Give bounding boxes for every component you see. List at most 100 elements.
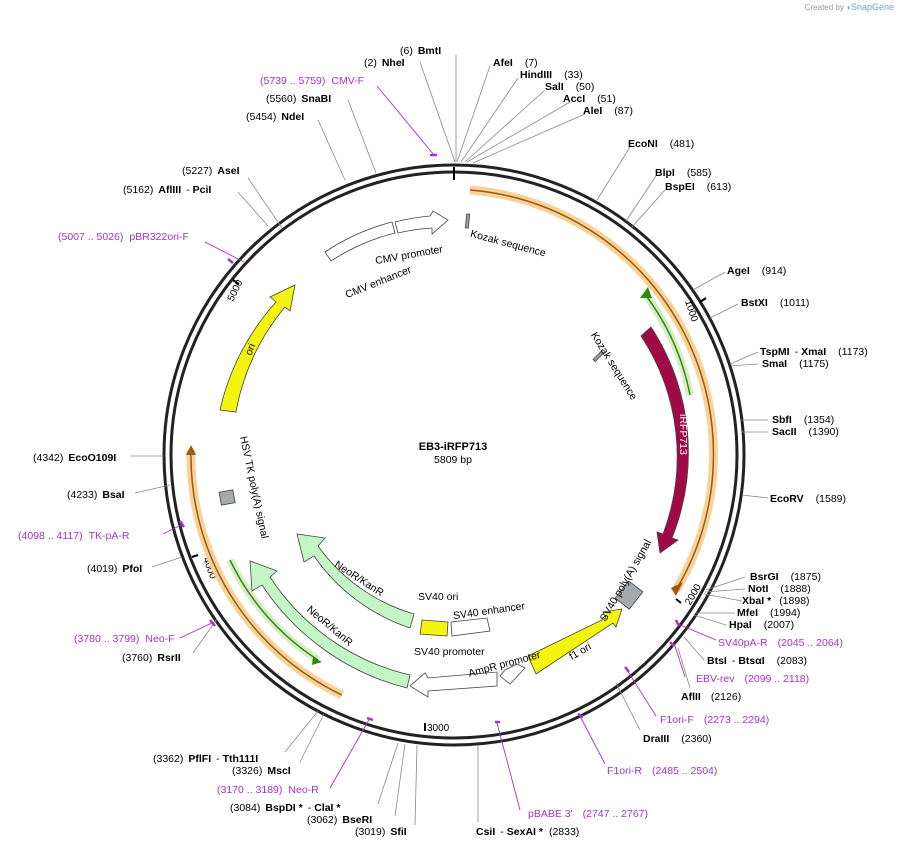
primer-cmv-f: (5739 .. 5759)CMV-F [260,75,364,87]
primer-neo-r: (3170 .. 3189)Neo-R [217,784,319,796]
primer-pbabe-3: pBABE 3'(2747 .. 2767) [528,808,648,820]
credit-prefix: Created by [804,3,844,12]
backbone-outer [162,163,746,747]
feature-ori [219,284,296,413]
enzyme-bmti: (6)BmtI [400,45,441,57]
plasmid-name: EB3-iRFP713 [419,441,487,453]
enzyme-sacii: SacII(1390) [772,426,839,438]
label-cmv-promoter: CMV promoter [374,243,444,267]
green-arrow-1 [640,287,652,298]
snapgene-logo-icon: ◖ [846,3,851,12]
feature-f1-ori [527,608,623,675]
tick-3000: 3000 [427,723,450,734]
primer-tk-pa-r: (4098 .. 4117)TK-pA-R [18,530,130,542]
feature-sv40-polya [614,580,644,610]
enzyme-noti: NotI(1888) [748,583,811,595]
enzyme-sfii: (3019)SfiI [355,826,407,838]
orange-band-2-line [190,449,343,696]
enzyme-aflii: AflII(2126) [681,691,741,703]
feature-sv40-enhancer [450,617,491,637]
green-arrow-2 [312,657,322,665]
label-sv40-enhancer: SV40 enhancer [452,600,526,622]
orange-arrow-1 [671,582,683,596]
feature-cmv-enhancer [324,221,396,262]
plasmid-size: 5809 bp [434,454,472,466]
enzyme-ndei: (5454)NdeI [246,111,304,123]
primer-f1ori-f: F1ori-F(2273 .. 2294) [660,714,769,726]
enzyme-pflfi-tth111i: (3362)PflFI-Tth111I [153,753,258,765]
enzyme-pfoi: (4019)PfoI [87,563,142,575]
orange-arrow-2 [186,445,196,455]
primer-lines [162,85,717,811]
credit-brand: SnapGene [850,2,894,12]
enzyme-bseri: (3062)BseRI [307,814,372,826]
enzyme-btsi-btsai: BtsI-BtsαI(2083) [707,655,807,667]
enzyme-mfei: MfeI(1994) [737,607,800,619]
feature-kozak-2 [592,350,605,363]
label-hsv-tk-polya: HSV TK poly(A) signal [237,435,270,539]
enzyme-asei: (5227)AseI [182,165,240,177]
feature-neor-lower [249,560,411,689]
primer-neo-f: (3780 .. 3799)Neo-F [74,633,175,645]
enzyme-sbfi: SbfI(1354) [772,414,834,426]
enzyme-hpai: HpaI(2007) [729,619,794,631]
enzyme-acci: AccI(51) [563,93,616,105]
green-band-1-line [643,292,691,396]
primer-sv40pa-r: SV40pA-R(2045 .. 2064) [718,637,843,649]
enzyme-afei: AfeI(7) [493,57,538,69]
green-band-2-line [229,559,319,661]
enzyme-bspei: BspEI(613) [665,181,731,193]
enzyme-ecorv: EcoRV(1589) [770,493,846,505]
tick-1000: 1000 [682,299,699,324]
feature-neor-upper [296,533,415,629]
enzyme-snabi: (5560)SnaBI [266,93,331,105]
label-kozak-1: Kozak sequence [469,228,547,260]
enzyme-hindiii: HindIII(33) [520,69,583,81]
tick-marks: 1000 2000 3000 4000 5000 [191,278,707,734]
label-sv40-promoter: SV40 promoter [414,646,485,658]
primer-ebv-rev: EBV-rev(2099 .. 2118) [696,673,809,685]
enzyme-bsrgi: BsrGI(1875) [750,571,821,583]
label-sv40-polya: SV40 poly(A) signal [598,538,655,624]
enzyme-agei: AgeI(914) [727,265,786,277]
enzyme-msci: (3326)MscI [232,765,291,777]
enzyme-draiii: DraIII(2360) [643,733,712,745]
enzyme-bsai: (4233)BsaI [67,489,125,501]
feature-ampr-promoter [499,663,526,685]
snapgene-credit: Created by ◖SnapGene [805,2,894,12]
enzyme-smai: SmaI(1175) [762,358,829,370]
enzyme-bstxi: BstXI(1011) [741,297,809,309]
enzyme-bspdi-clai: (3084)BspDI *-ClaI * [230,802,341,814]
primer-bands [186,185,718,700]
primer-labels: (5739 .. 5759)CMV-F (5007 .. 5026)pBR322… [18,75,843,820]
enzyme-alei: AleI(87) [583,105,633,117]
label-cmv-enhancer: CMV enhancer [344,264,414,302]
enzyme-afliii-pcii: (5162)AflIII-PciI [123,184,211,196]
enzyme-nhei: (2)NheI [364,57,405,69]
enzyme-labels: (6)BmtI (2)NheI AfeI(7) HindIII(33) SalI… [33,45,868,838]
enzyme-xbai: XbaI *(1898) [742,595,810,607]
features [218,210,689,698]
enzyme-lines [130,55,769,826]
feature-hsv-tk-polya [218,489,236,506]
feature-irfp713 [640,326,689,554]
primer-pbr322ori-f: (5007 .. 5026)pBR322ori-F [58,231,189,243]
orange-band-1-line [469,189,715,591]
enzyme-blpi: BlpI(585) [655,167,711,179]
label-ori: ori [243,342,258,357]
enzyme-rsrii: (3760)RsrII [122,652,181,664]
primer-f1ori-r: F1ori-R(2485 .. 2504) [607,765,717,777]
label-irfp713: iRFP713 [677,414,689,455]
feature-cmv-promoter [394,210,449,235]
enzyme-sali: SalI(50) [545,81,594,93]
label-sv40-ori: SV40 ori [418,591,458,603]
enzyme-csii-sexai: CsiI-SexAI *(2833) [476,826,579,838]
feature-sv40-ori [419,619,449,637]
enzyme-econi: EcoNI(481) [628,138,694,150]
feature-kozak-1 [464,213,471,229]
enzyme-tspmi-xmai: TspMI-XmaI(1173) [760,346,868,358]
enzyme-ecoo109i: (4342)EcoO109I [33,452,116,464]
feature-sv40-promoter [409,671,498,698]
label-kozak-2: Kozak sequence [588,330,639,402]
